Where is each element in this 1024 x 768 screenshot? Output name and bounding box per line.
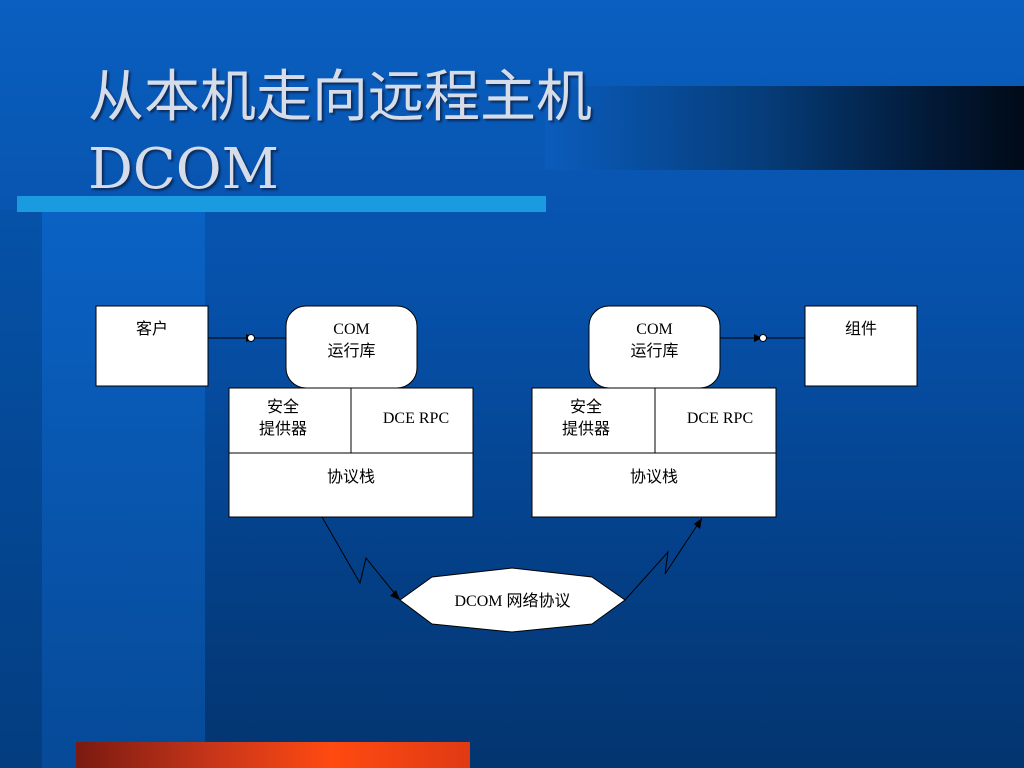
left-runtime-label: COM 运行库 xyxy=(286,319,417,363)
slide-title-line1: 从本机走向远程主机 xyxy=(88,65,592,130)
right-security-line2: 提供器 xyxy=(561,421,610,438)
left-rpc-label: DCE RPC xyxy=(382,410,450,427)
component-box xyxy=(804,305,918,387)
left-runtime-line2: 运行库 xyxy=(327,343,376,360)
left-network-link xyxy=(321,516,401,601)
right-runtime-label: COM 运行库 xyxy=(589,319,720,363)
network-protocol-label: DCOM 网络协议 xyxy=(454,593,571,610)
slide-title: 从本机走向远程主机 DCOM xyxy=(88,62,592,206)
left-runtime-line1: COM xyxy=(333,321,370,338)
component-interface-connector xyxy=(720,334,805,342)
left-security-label: 安全 提供器 xyxy=(229,397,337,441)
slide-title-line2: DCOM xyxy=(88,137,279,202)
decor-left-panel xyxy=(42,210,205,768)
client-label: 客户 xyxy=(135,321,168,338)
right-runtime-line2: 运行库 xyxy=(630,343,679,360)
right-runtime-line1: COM xyxy=(636,321,673,338)
right-rpc-label: DCE RPC xyxy=(686,410,754,427)
title-underline xyxy=(17,196,546,212)
right-security-line1: 安全 xyxy=(569,399,602,416)
left-security-line1: 安全 xyxy=(266,399,299,416)
left-security-line2: 提供器 xyxy=(258,421,307,438)
right-stack-label: 协议栈 xyxy=(629,469,678,486)
decor-top-band xyxy=(545,86,1024,170)
client-interface-connector xyxy=(208,334,286,342)
decor-left-band xyxy=(0,210,42,768)
component-label: 组件 xyxy=(844,321,877,338)
left-stack-label: 协议栈 xyxy=(326,469,375,486)
right-security-label: 安全 提供器 xyxy=(532,397,640,441)
right-network-link xyxy=(624,517,703,601)
client-box xyxy=(95,305,209,387)
decor-bottom-bar xyxy=(76,742,470,768)
